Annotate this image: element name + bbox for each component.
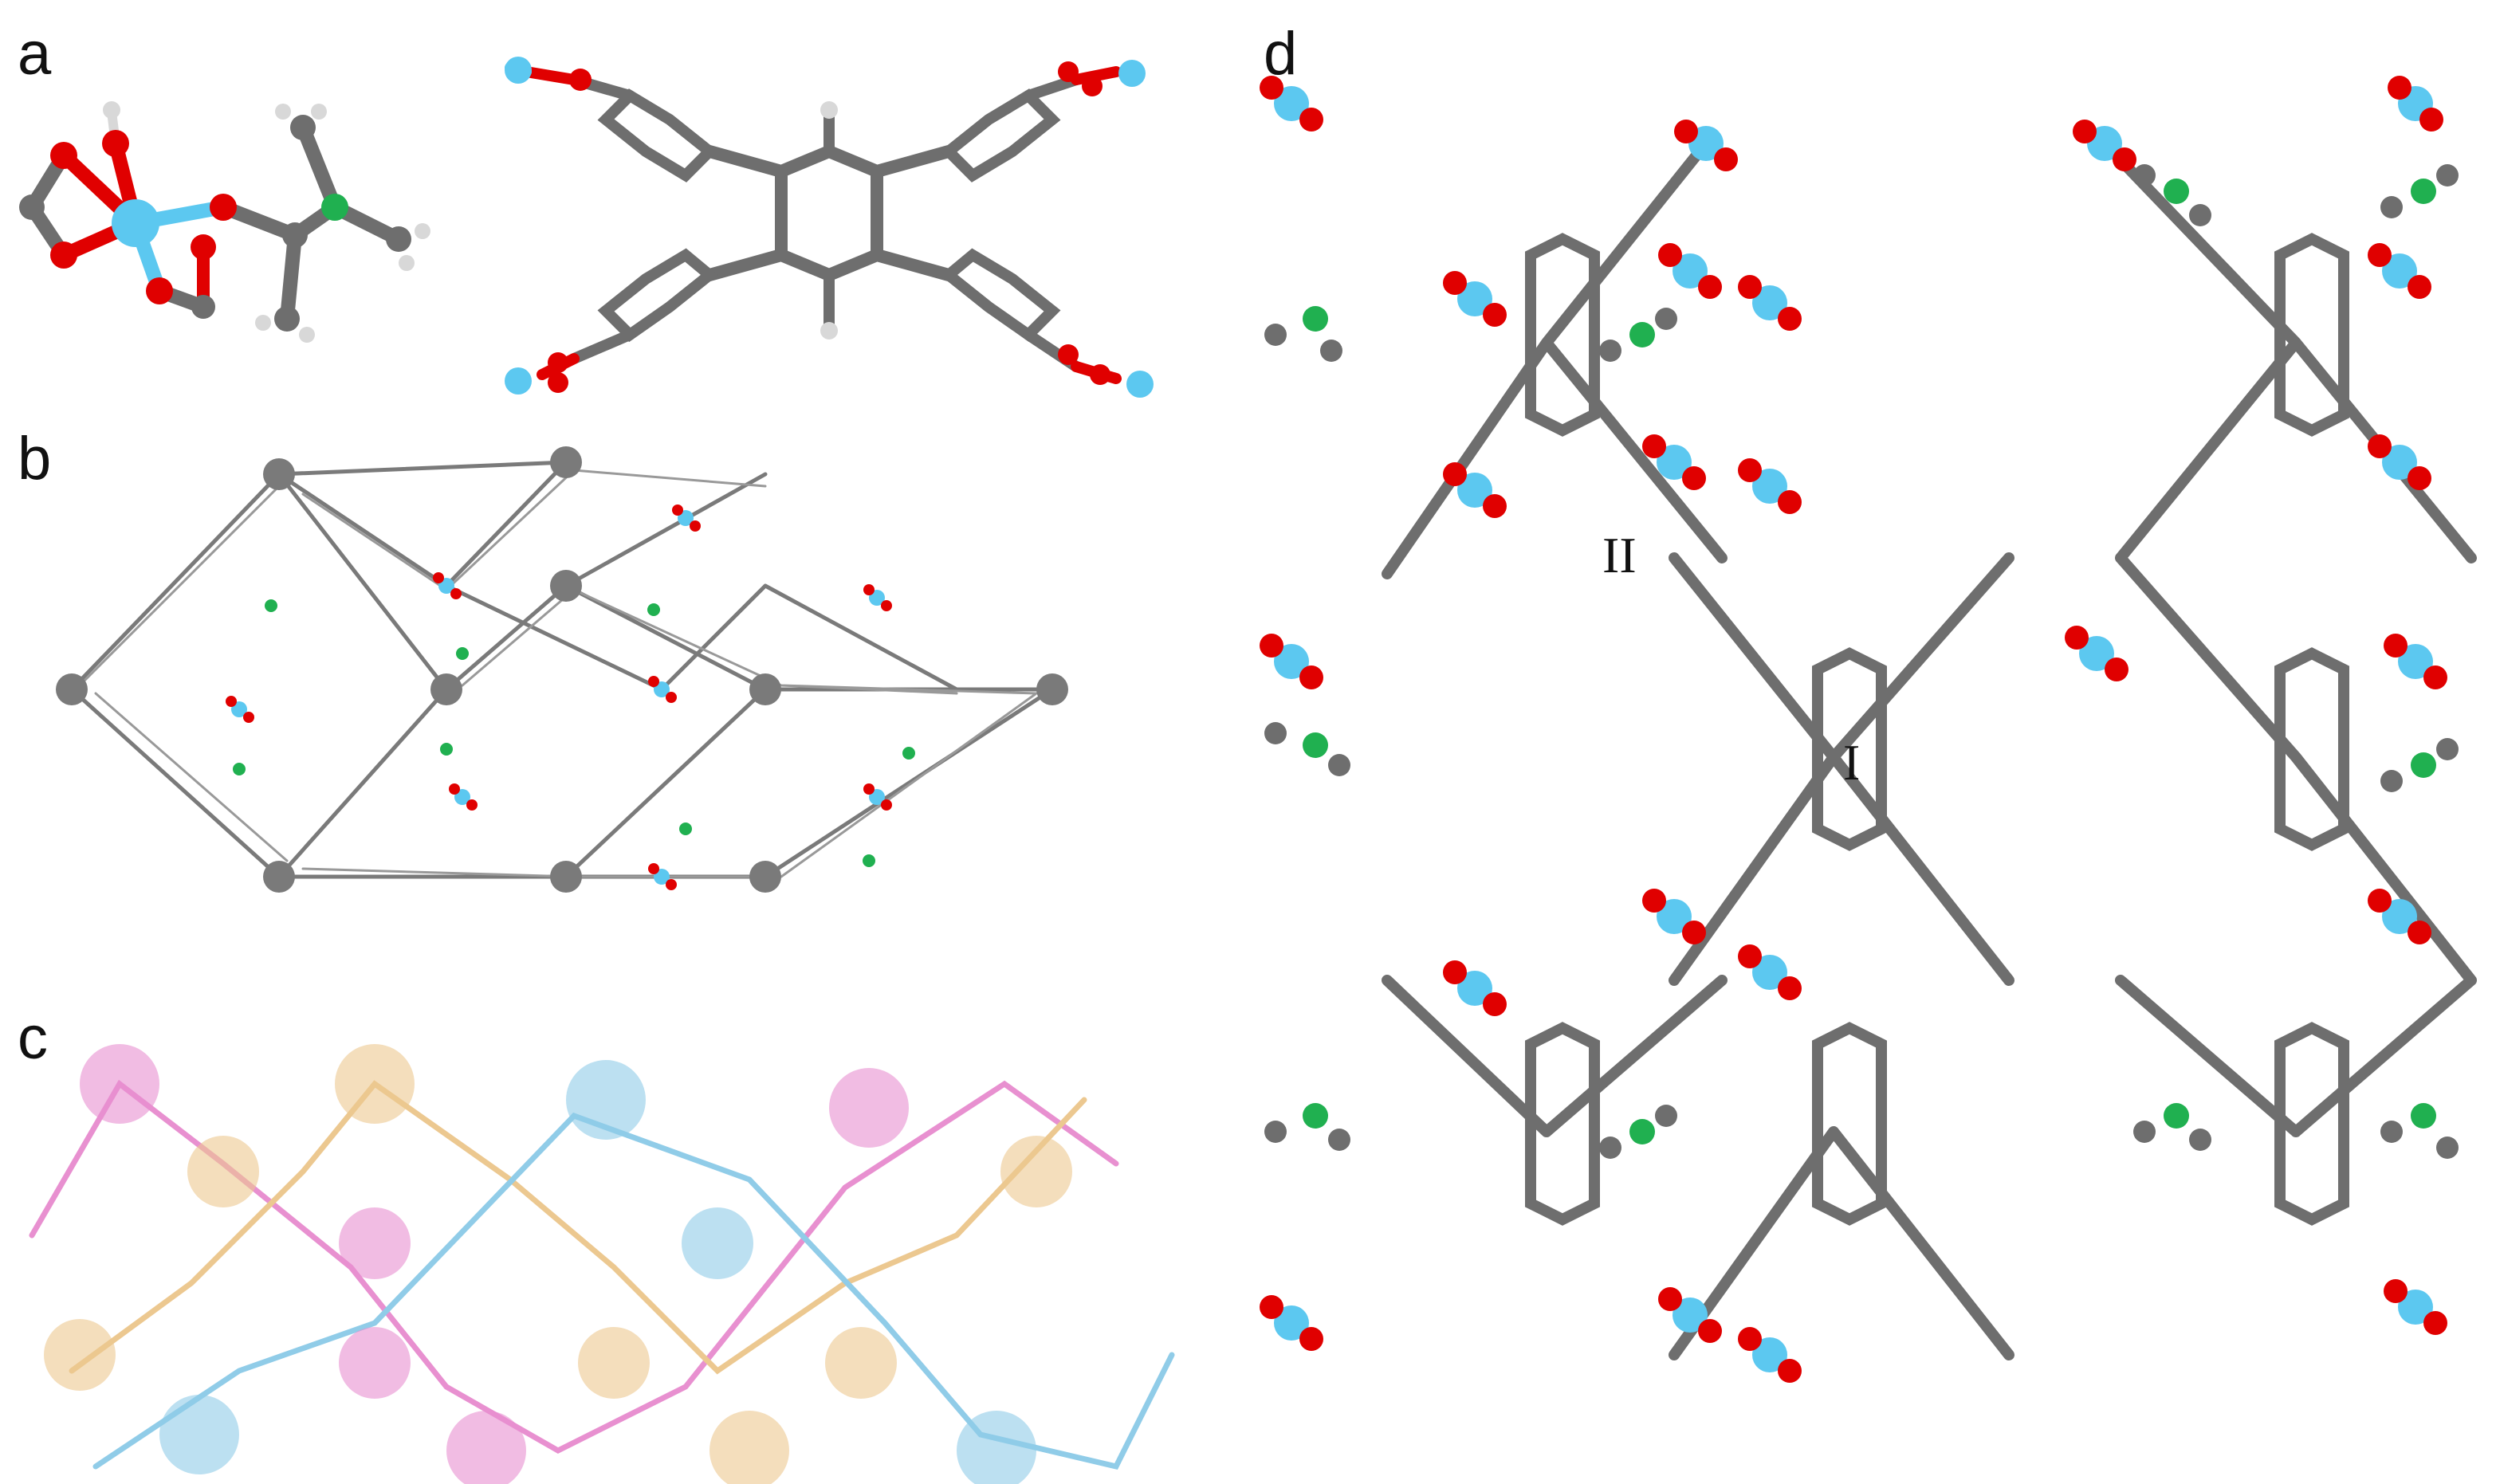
panel-a-structure (19, 57, 1154, 398)
panel-d: II I (1228, 0, 2496, 1484)
amide-fragments (1264, 164, 2459, 1159)
panel-label-b: b (18, 425, 52, 493)
panel-b-framework (56, 446, 1068, 893)
pore-label-i: I (1843, 734, 1861, 791)
panel-c-interpenetration (29, 1044, 1175, 1484)
panel-label-c: c (18, 1004, 48, 1072)
ligand-molecule (505, 57, 1154, 398)
pore-label-ii: II (1602, 527, 1637, 583)
panel-d-packing (1260, 76, 2477, 1383)
coordination-environment (19, 101, 430, 343)
metal-clusters (1260, 76, 2447, 1383)
panel-label-d: d (1264, 20, 1298, 88)
panel-b (0, 414, 1212, 1020)
panel-label-a: a (18, 20, 52, 88)
framework-nodes (56, 446, 1068, 893)
panel-c (0, 1020, 1212, 1484)
panel-a (0, 0, 1212, 414)
